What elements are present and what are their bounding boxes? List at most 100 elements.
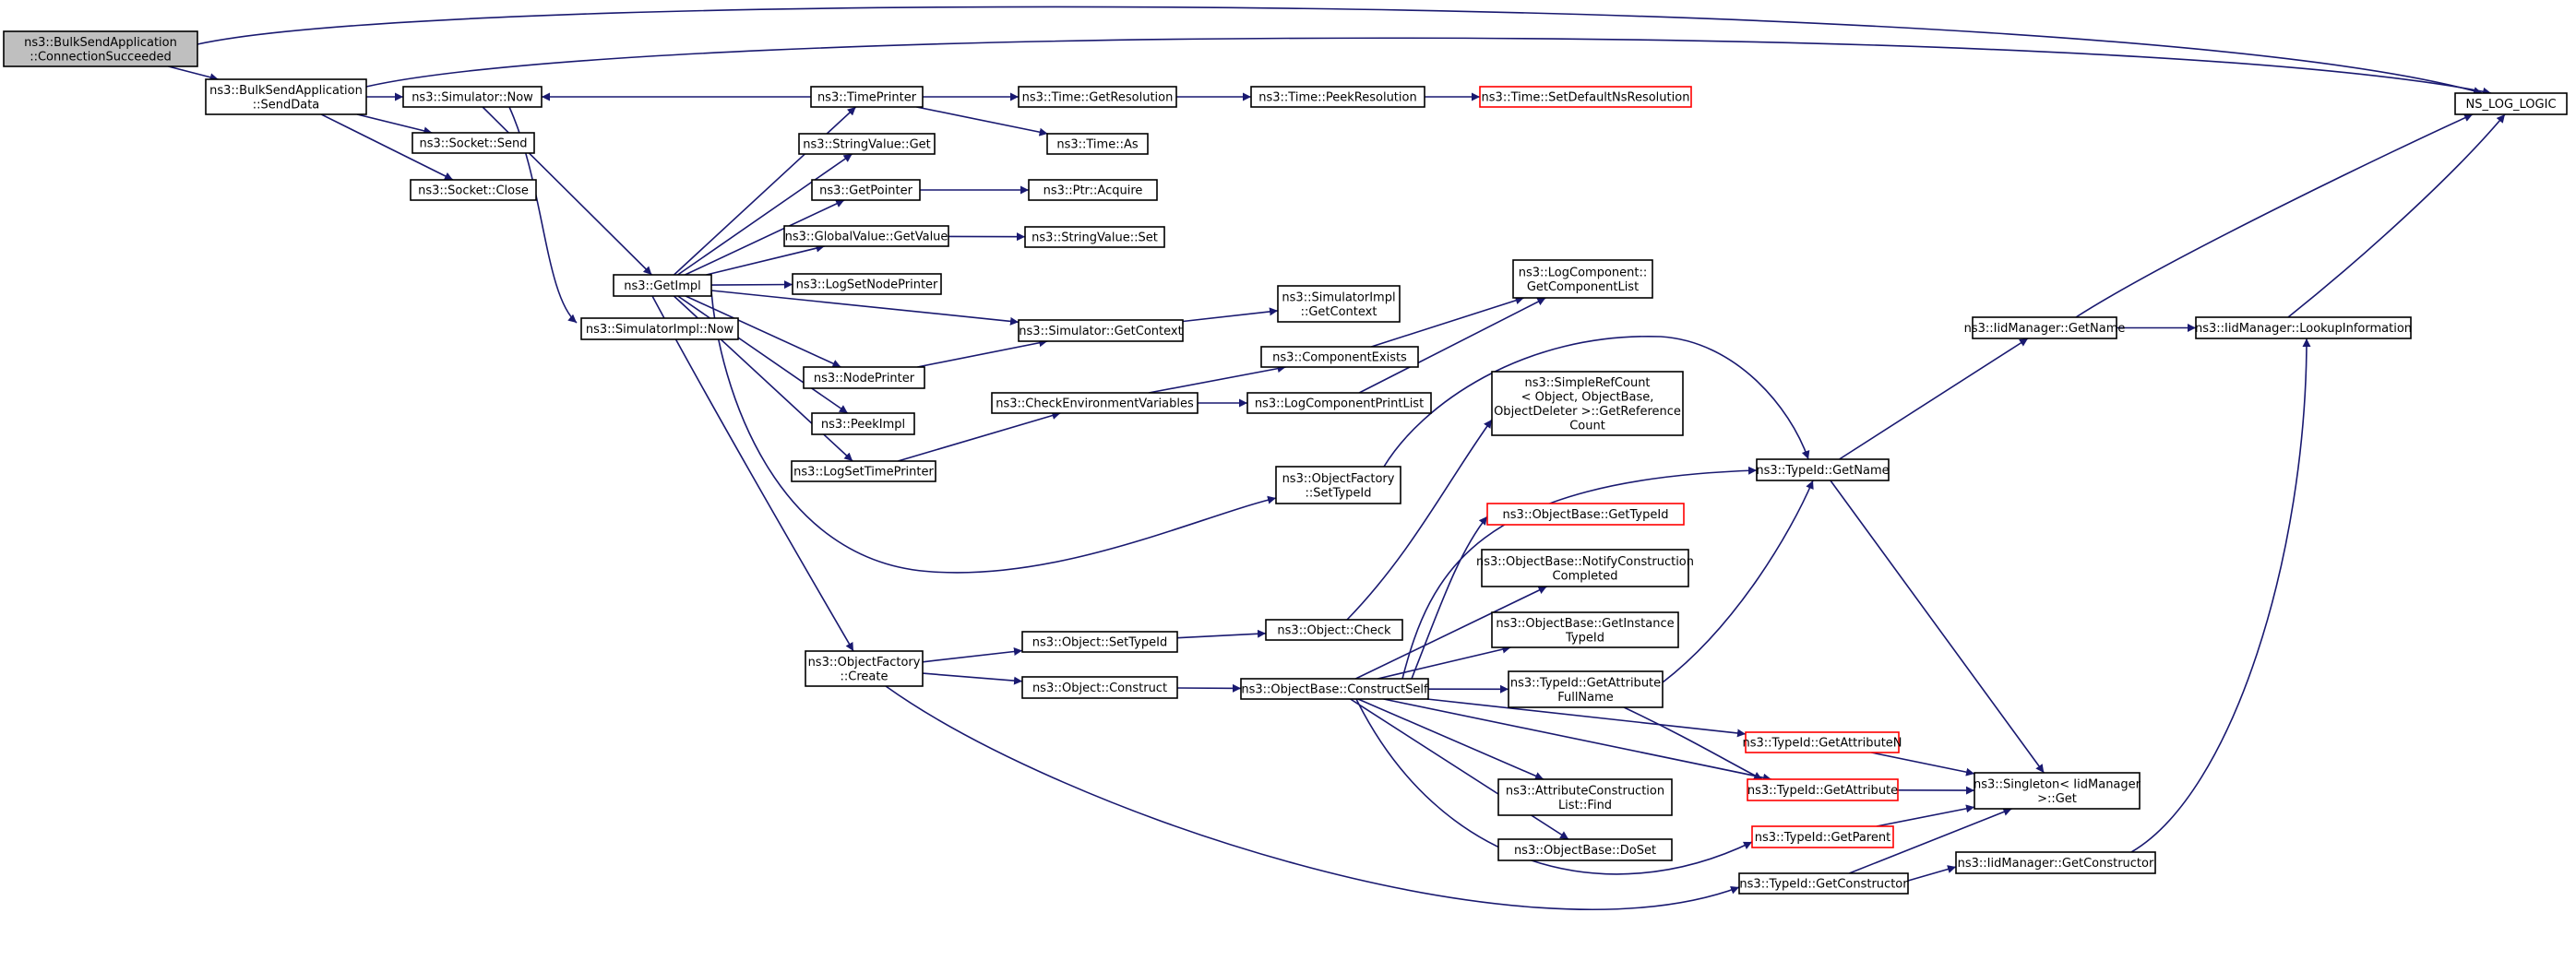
node-singleton[interactable]: ns3::Singleton< IidManager>::Get xyxy=(1974,772,2141,810)
node-senddata[interactable]: ns3::BulkSendApplication::SendData xyxy=(205,78,367,115)
node-cself[interactable]: ns3::ObjectBase::ConstructSelf xyxy=(1240,678,1429,700)
node-box-objcheck[interactable] xyxy=(1265,619,1403,641)
node-lcprint[interactable]: ns3::LogComponentPrintList xyxy=(1246,392,1432,414)
node-obnotify[interactable]: ns3::ObjectBase::NotifyConstructionCompl… xyxy=(1476,549,1694,587)
node-box-ptracq[interactable] xyxy=(1028,179,1158,201)
node-box-lcget[interactable] xyxy=(1512,259,1653,299)
node-box-getptr[interactable] xyxy=(811,179,921,201)
node-simnow[interactable]: ns3::Simulator::Now xyxy=(402,86,543,108)
node-box-gvget[interactable] xyxy=(783,225,949,247)
node-logtime[interactable]: ns3::LogSetTimePrinter xyxy=(791,460,936,482)
node-peekimpl[interactable]: ns3::PeekImpl xyxy=(811,412,915,435)
node-sockClose[interactable]: ns3::Socket::Close xyxy=(410,179,537,201)
node-setdef[interactable]: ns3::Time::SetDefaultNsResolution xyxy=(1479,86,1692,108)
node-box-implnow[interactable] xyxy=(580,317,739,340)
node-tidattr[interactable]: ns3::TypeId::GetAttribute xyxy=(1747,778,1899,801)
node-box-ofcreate[interactable] xyxy=(805,650,924,687)
node-box-sockClose[interactable] xyxy=(410,179,537,201)
node-tidname[interactable]: ns3::TypeId::GetName xyxy=(1756,458,1890,481)
node-sockSend[interactable]: ns3::Socket::Send xyxy=(411,132,535,154)
node-box-obgettid[interactable] xyxy=(1486,503,1685,526)
node-obgettid[interactable]: ns3::ObjectBase::GetTypeId xyxy=(1486,503,1685,526)
node-box-singleton[interactable] xyxy=(1974,772,2141,810)
node-box-ofsettid[interactable] xyxy=(1275,466,1401,504)
node-compexists[interactable]: ns3::ComponentExists xyxy=(1260,346,1419,368)
node-box-tidcons[interactable] xyxy=(1738,872,1909,895)
node-box-obnotify[interactable] xyxy=(1481,549,1689,587)
node-box-tidattr[interactable] xyxy=(1747,778,1899,801)
node-box-iidname[interactable] xyxy=(1972,316,2117,339)
node-iidlookup[interactable]: ns3::IidManager::LookupInformation xyxy=(2195,316,2412,339)
node-getptr[interactable]: ns3::GetPointer xyxy=(811,179,921,201)
node-box-strset[interactable] xyxy=(1024,226,1165,248)
node-iidname[interactable]: ns3::IidManager::GetName xyxy=(1964,316,2126,339)
node-implnow[interactable]: ns3::SimulatorImpl::Now xyxy=(580,317,739,340)
node-lognode[interactable]: ns3::LogSetNodePrinter xyxy=(792,273,942,295)
node-box-lcprint[interactable] xyxy=(1246,392,1432,414)
node-implctx[interactable]: ns3::SimulatorImpl::GetContext xyxy=(1277,285,1401,323)
node-tidparent[interactable]: ns3::TypeId::GetParent xyxy=(1751,825,1894,848)
node-simctx[interactable]: ns3::Simulator::GetContext xyxy=(1018,319,1184,342)
node-timeprinter[interactable]: ns3::TimePrinter xyxy=(810,86,924,108)
node-gvget[interactable]: ns3::GlobalValue::GetValue xyxy=(783,225,949,247)
node-conn[interactable]: ns3::BulkSendApplication::ConnectionSucc… xyxy=(3,30,198,67)
node-box-tidparent[interactable] xyxy=(1751,825,1894,848)
node-peekres[interactable]: ns3::Time::PeekResolution xyxy=(1250,86,1425,108)
node-box-tidattrn[interactable] xyxy=(1745,731,1900,753)
node-lcget[interactable]: ns3::LogComponent::GetComponentList xyxy=(1512,259,1653,299)
node-getimpl[interactable]: ns3::GetImpl xyxy=(613,274,712,297)
node-box-implctx[interactable] xyxy=(1277,285,1401,323)
node-box-timeres[interactable] xyxy=(1018,86,1177,108)
node-box-getimpl[interactable] xyxy=(613,274,712,297)
node-ptracq[interactable]: ns3::Ptr::Acquire xyxy=(1028,179,1158,201)
node-ofsettid[interactable]: ns3::ObjectFactory::SetTypeId xyxy=(1275,466,1401,504)
node-iidcons[interactable]: ns3::IidManager::GetConstructor xyxy=(1955,851,2156,874)
node-box-peekres[interactable] xyxy=(1250,86,1425,108)
node-box-peekimpl[interactable] xyxy=(811,412,915,435)
node-box-nslog[interactable] xyxy=(2454,92,2568,115)
node-box-timeprinter[interactable] xyxy=(810,86,924,108)
node-box-obinst[interactable] xyxy=(1491,611,1679,648)
node-checkenv[interactable]: ns3::CheckEnvironmentVariables xyxy=(991,392,1199,414)
node-box-conn[interactable] xyxy=(3,30,198,67)
node-box-tidattrfull[interactable] xyxy=(1508,670,1664,708)
node-box-strget[interactable] xyxy=(798,133,936,155)
node-box-compexists[interactable] xyxy=(1260,346,1419,368)
node-box-srcget[interactable] xyxy=(1491,371,1684,436)
node-ofcreate[interactable]: ns3::ObjectFactory::Create xyxy=(805,650,924,687)
node-box-setdef[interactable] xyxy=(1479,86,1692,108)
node-box-sockSend[interactable] xyxy=(411,132,535,154)
node-box-lognode[interactable] xyxy=(792,273,942,295)
node-nslog[interactable]: NS_LOG_LOGIC xyxy=(2454,92,2568,115)
node-box-iidlookup[interactable] xyxy=(2195,316,2412,339)
node-box-iidcons[interactable] xyxy=(1955,851,2156,874)
node-tidcons[interactable]: ns3::TypeId::GetConstructor xyxy=(1738,872,1909,895)
node-box-logtime[interactable] xyxy=(791,460,936,482)
node-box-objset[interactable] xyxy=(1021,631,1178,653)
node-obdoset[interactable]: ns3::ObjectBase::DoSet xyxy=(1497,838,1673,861)
node-objcons[interactable]: ns3::Object::Construct xyxy=(1021,676,1178,699)
node-strset[interactable]: ns3::StringValue::Set xyxy=(1024,226,1165,248)
node-box-obdoset[interactable] xyxy=(1497,838,1673,861)
node-tidattrn[interactable]: ns3::TypeId::GetAttributeN xyxy=(1742,731,1902,753)
node-box-cself[interactable] xyxy=(1240,678,1429,700)
node-objset[interactable]: ns3::Object::SetTypeId xyxy=(1021,631,1178,653)
node-objcheck[interactable]: ns3::Object::Check xyxy=(1265,619,1403,641)
node-srcget[interactable]: ns3::SimpleRefCount< Object, ObjectBase,… xyxy=(1491,371,1684,436)
node-box-objcons[interactable] xyxy=(1021,676,1178,699)
node-box-acfind[interactable] xyxy=(1497,778,1673,816)
node-timeas[interactable]: ns3::Time::As xyxy=(1046,133,1149,155)
node-timeres[interactable]: ns3::Time::GetResolution xyxy=(1018,86,1177,108)
node-nodeprinter[interactable]: ns3::NodePrinter xyxy=(803,366,925,389)
node-box-senddata[interactable] xyxy=(205,78,367,115)
node-box-checkenv[interactable] xyxy=(991,392,1199,414)
node-box-simctx[interactable] xyxy=(1018,319,1184,342)
node-box-tidname[interactable] xyxy=(1756,458,1890,481)
node-strget[interactable]: ns3::StringValue::Get xyxy=(798,133,936,155)
node-box-simnow[interactable] xyxy=(402,86,543,108)
node-box-timeas[interactable] xyxy=(1046,133,1149,155)
node-box-nodeprinter[interactable] xyxy=(803,366,925,389)
